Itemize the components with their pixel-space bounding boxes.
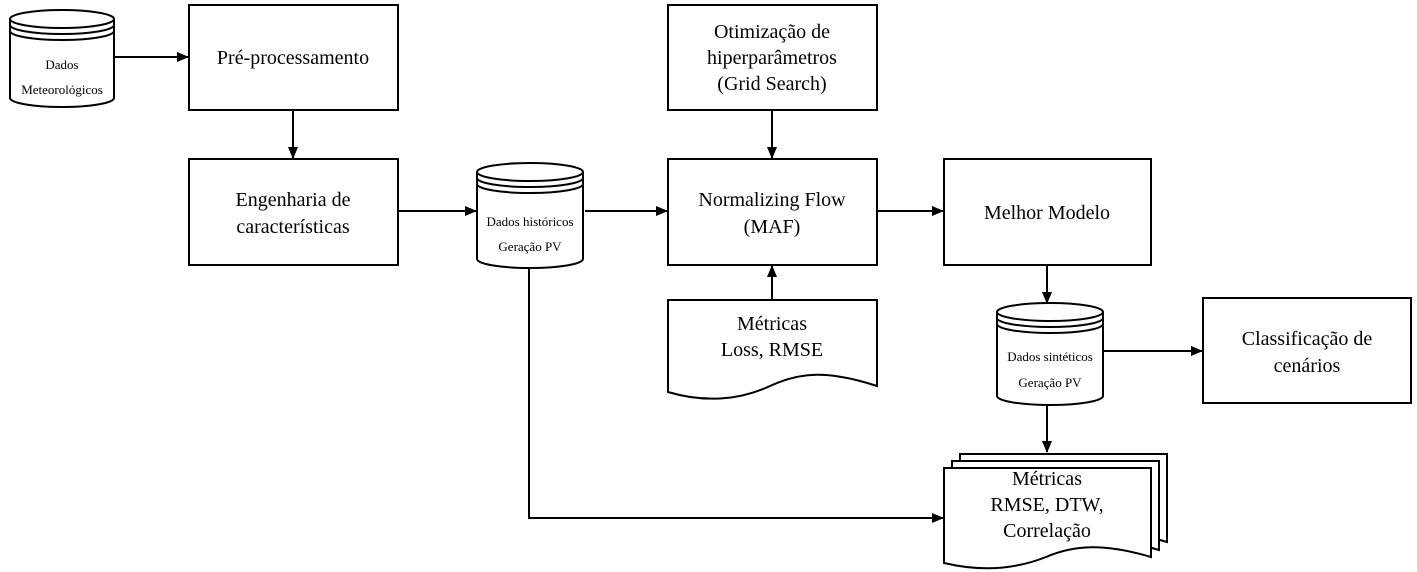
connectors xyxy=(114,52,1203,523)
node-dados-historicos: Dados históricos Geração PV xyxy=(476,162,584,269)
otimizacao-line3: (Grid Search) xyxy=(717,73,826,95)
node-melhor-modelo: Melhor Modelo xyxy=(943,158,1152,266)
node-dados-meteorologicos: Dados Meteorológicos xyxy=(9,9,115,108)
normalizing-line2: (MAF) xyxy=(744,216,801,238)
engenharia-line2: características xyxy=(236,216,349,238)
dados-sinteticos-line1: Dados sintéticos xyxy=(1007,349,1093,364)
otimizacao-line1: Otimização de xyxy=(714,21,830,43)
node-metricas-loss-rmse: Métricas Loss, RMSE xyxy=(667,299,878,400)
dados-sinteticos-line2: Geração PV xyxy=(1018,375,1082,390)
node-normalizing-flow: Normalizing Flow (MAF) xyxy=(667,158,878,266)
metricas-final-line1: Métricas xyxy=(1012,468,1082,490)
classificacao-line1: Classificação de xyxy=(1242,328,1373,350)
dados-meteo-line1: Dados xyxy=(45,57,78,72)
pre-processamento-label: Pré-processamento xyxy=(217,47,369,69)
normalizing-line1: Normalizing Flow xyxy=(698,189,846,211)
dados-meteo-line2: Meteorológicos xyxy=(21,82,103,97)
metricas-loss-line2: Loss, RMSE xyxy=(721,339,823,361)
otimizacao-line2: hiperparâmetros xyxy=(707,47,837,69)
dados-historicos-line1: Dados históricos xyxy=(486,214,573,229)
metricas-loss-line1: Métricas xyxy=(737,313,807,335)
metricas-final-line3: Correlação xyxy=(1003,520,1091,542)
melhor-modelo-label: Melhor Modelo xyxy=(984,202,1110,224)
node-dados-sinteticos: Dados sintéticos Geração PV xyxy=(996,302,1104,406)
classificacao-line2: cenários xyxy=(1274,355,1341,377)
node-engenharia-caracteristicas: Engenharia de características xyxy=(188,158,399,266)
node-otimizacao-hiperparametros: Otimização de hiperparâmetros (Grid Sear… xyxy=(667,4,878,111)
dados-historicos-line2: Geração PV xyxy=(498,239,562,254)
engenharia-line1: Engenharia de xyxy=(236,189,351,211)
node-metricas-rmse-dtw-correlacao: Métricas RMSE, DTW, Correlação xyxy=(943,453,1168,570)
node-classificacao-cenarios: Classificação de cenários xyxy=(1202,297,1412,404)
node-pre-processamento: Pré-processamento xyxy=(188,4,399,111)
metricas-final-line2: RMSE, DTW, xyxy=(990,494,1103,516)
arrow-historicos-to-metricas xyxy=(528,268,944,523)
